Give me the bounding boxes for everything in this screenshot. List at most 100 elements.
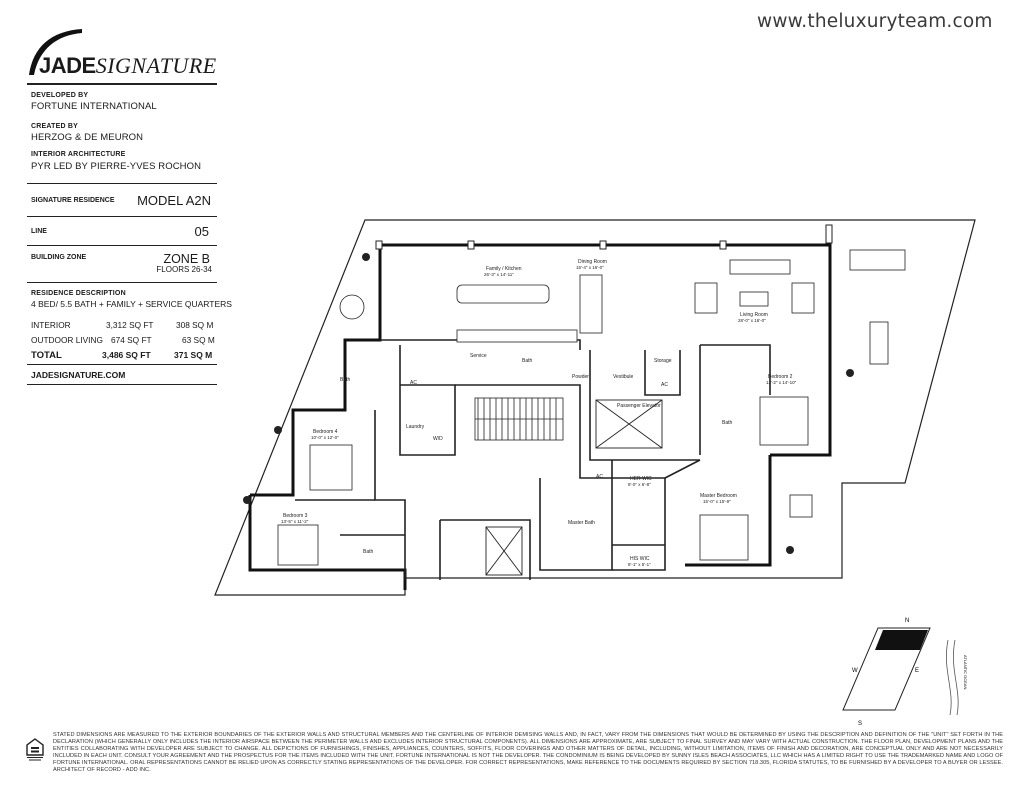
line-value: 05 [194,224,209,239]
area-sqft: 674 SQ FT [111,335,152,345]
elevator [595,399,663,449]
service-elevator [485,526,523,576]
room-bedroom4-dim: 10'-0" x 12'-0" [311,435,339,440]
area-row-outdoor: OUTDOOR LIVING 674 SQ FT 63 SQ M [31,335,221,347]
divider [27,183,217,184]
room-bedroom2: Bedroom 2 [768,374,793,380]
area-label: OUTDOOR LIVING [31,335,103,345]
key-plan: N S E W ATLANTIC OCEAN [842,618,968,727]
logo-wordmark: JADESIGNATURE [39,53,217,79]
compass-n: N [905,618,909,624]
room-his-wic: HIS WIC [630,556,650,562]
room-service: Service [470,353,487,359]
room-master-bedroom: Master Bedroom [700,493,737,499]
bed-bedroom3 [277,524,319,566]
jade-signature-logo: JADESIGNATURE [27,27,227,79]
divider [27,245,217,246]
area-sqm: 308 SQ M [176,320,214,330]
area-label: TOTAL [31,350,62,361]
room-living-dim: 28'-0" x 16'-0" [738,318,766,323]
room-master-bath: Master Bath [568,520,595,526]
balcony-table [339,294,365,320]
compass-w: W [852,668,858,674]
created-by-value: HERZOG & DE MEURON [31,132,144,143]
terrace-table [869,321,889,365]
description-value: 4 BED/ 5.5 BATH + FAMILY + SERVICE QUART… [31,299,232,309]
developed-by-label: DEVELOPED BY [31,92,89,99]
equal-housing-icon [26,738,44,761]
room-bath-4: Bath [340,377,351,383]
area-sqm: 371 SQ M [174,350,213,360]
area-row-interior: INTERIOR 3,312 SQ FT 308 SQ M [31,320,221,332]
room-powder: Powder [572,374,589,380]
bed-bedroom2 [759,396,809,446]
room-ac-2: AC [661,382,668,388]
signature-residence-row: SIGNATURE RESIDENCE MODEL A2N [31,193,215,213]
room-wd: W/D [433,436,443,442]
room-laundry: Laundry [406,424,425,430]
room-ac-3: AC [596,474,603,480]
floors-value: FLOORS 26-34 [156,265,212,274]
description-label: RESIDENCE DESCRIPTION [31,290,126,297]
bed-master [699,514,749,561]
room-bath-service: Bath [522,358,533,364]
room-bedroom2-dim: 13'-2" x 14'-10" [766,380,797,385]
room-bedroom3-dim: 13'-5" x 11'-2" [281,519,309,524]
compass-e: E [915,668,919,674]
bed-bedroom4 [309,444,353,491]
created-by-label: CREATED BY [31,123,78,130]
room-family-kitchen: Family / Kitchen [486,266,522,272]
zone-label: BUILDING ZONE [31,254,87,261]
key-plan-unit-highlight [875,630,928,650]
balcony-outline [214,219,976,596]
line-row: LINE 05 [31,224,215,244]
room-bedroom4: Bedroom 4 [313,429,338,435]
coffee-table [739,291,769,307]
room-her-wic-dim: 8'-0" x 6'-8" [628,482,651,487]
room-master-bedroom-dim: 15'-0" x 15'-9" [703,499,731,504]
room-bedroom3: Bedroom 3 [283,513,308,519]
zone-value: ZONE B [163,252,210,266]
interior-label: INTERIOR ARCHITECTURE [31,151,126,158]
room-her-wic: HER WIC [630,476,652,482]
room-labels: Family / Kitchen 26'-3" x 14'-11" Dining… [281,259,797,567]
room-ac-1: AC [410,380,417,386]
divider [27,83,217,85]
legal-disclaimer: STATED DIMENSIONS ARE MEASURED TO THE EX… [53,732,1003,774]
logo-arc-icon [29,29,82,75]
shoreline-icon [946,639,959,716]
area-sqft: 3,486 SQ FT [102,350,151,360]
exterior-wall [685,455,772,567]
divider [27,364,217,365]
model-value: MODEL A2N [137,193,211,208]
site-url[interactable]: JADESIGNATURE.COM [31,370,126,380]
interior-value: PYR LED BY PIERRE-YVES ROCHON [31,161,202,172]
room-elevator: Passenger Elevator [617,403,661,409]
ocean-label: ATLANTIC OCEAN [963,655,968,689]
area-sqft: 3,312 SQ FT [106,320,154,330]
website-header[interactable]: www.theluxuryteam.com [757,11,993,32]
sofa [729,259,791,275]
divider [27,384,217,385]
room-bath-2: Bath [722,420,733,426]
room-dining-dim: 15'-4" x 16'-0" [576,265,604,270]
logo-signature: SIGNATURE [95,53,217,78]
logo-jade: JADE [39,53,96,78]
line-label: LINE [31,228,47,235]
dining-table [579,274,603,334]
armchair [791,282,815,314]
room-his-wic-dim: 8'-1" x 5'-1" [628,562,651,567]
room-vestibule: Vestibule [613,374,634,380]
compass-s: S [858,721,862,727]
room-storage: Storage [654,358,672,364]
area-label: INTERIOR [31,320,71,330]
plant-icons [243,253,854,554]
room-bath-3: Bath [363,549,374,555]
divider [27,282,217,283]
armchair [694,282,718,314]
terrace-sofa [849,249,906,271]
area-row-total: TOTAL 3,486 SQ FT 371 SQ M [31,350,221,362]
kitchen-counter [456,329,578,343]
lounge-chair [789,494,813,518]
room-living: Living Room [740,312,768,318]
